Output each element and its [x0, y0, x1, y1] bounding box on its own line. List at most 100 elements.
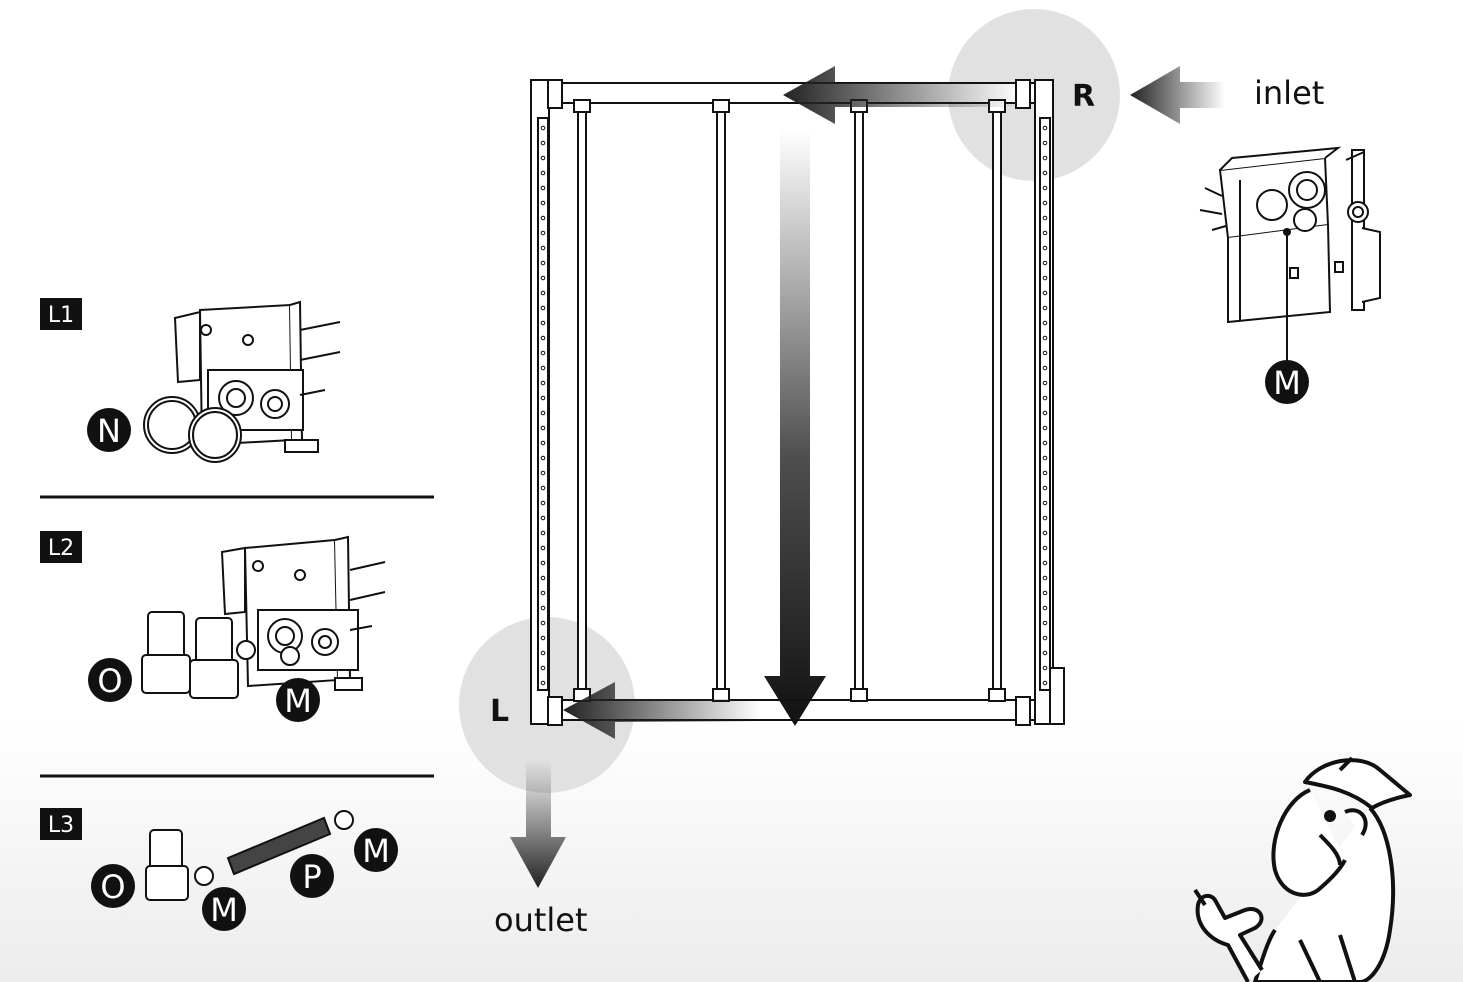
- rail-hole: [540, 170, 546, 176]
- rail-hole: [1042, 500, 1048, 506]
- rail-hole: [1042, 155, 1048, 161]
- rail-hole: [540, 395, 546, 401]
- rail-hole: [540, 500, 546, 506]
- rail-hole: [540, 365, 546, 371]
- panel-l1-label: L1: [48, 303, 74, 328]
- rail-hole: [540, 125, 546, 131]
- panel-l2-illustration: [141, 535, 386, 699]
- panel-l1-badge: [40, 298, 82, 330]
- arrow-inlet: [1130, 66, 1225, 124]
- rail-hole: [1042, 665, 1048, 671]
- rail-hole: [540, 455, 546, 461]
- rail-hole: [540, 440, 546, 446]
- rail-hole: [1042, 440, 1048, 446]
- rail-hole: [540, 425, 546, 431]
- rail-hole: [540, 320, 546, 326]
- panel-l3-illustration: [145, 810, 354, 901]
- panel-l3-part-p: P: [302, 858, 321, 896]
- rail-hole: [1042, 575, 1048, 581]
- panel-l2-part-o: O: [97, 662, 122, 700]
- rail-hole: [1042, 125, 1048, 131]
- rail-hole: [540, 185, 546, 191]
- panel-l3-part-o-badge: [91, 864, 135, 908]
- rail-hole: [540, 140, 546, 146]
- arrow-down: [764, 130, 826, 726]
- rail-hole: [1042, 320, 1048, 326]
- rail-hole: [1042, 305, 1048, 311]
- panel-l3-part-o: O: [100, 868, 125, 906]
- rail-hole: [1042, 230, 1048, 236]
- panel-l3-label: L3: [48, 813, 74, 838]
- rail-hole: [1042, 260, 1048, 266]
- rail-hole: [540, 200, 546, 206]
- rail-hole: [1042, 275, 1048, 281]
- rail-hole: [1042, 680, 1048, 686]
- panel-l3-part-p-badge: [290, 854, 334, 898]
- inlet-part-letter: M: [1273, 364, 1301, 402]
- panel-l3-badge: [40, 808, 82, 840]
- rail-hole: [1042, 620, 1048, 626]
- panel-l3-part-m1-badge: [202, 887, 246, 931]
- rail-hole: [1042, 170, 1048, 176]
- rail-hole: [1042, 470, 1048, 476]
- rail-hole: [1042, 515, 1048, 521]
- rail-hole: [1042, 335, 1048, 341]
- rail-hole: [1042, 140, 1048, 146]
- rail-hole: [540, 590, 546, 596]
- rail-hole: [1042, 290, 1048, 296]
- rail-hole: [1042, 635, 1048, 641]
- rail-hole: [540, 260, 546, 266]
- rail-hole: [1042, 590, 1048, 596]
- rail-hole: [540, 155, 546, 161]
- outlet-label: outlet: [494, 901, 588, 939]
- rail-hole: [1042, 365, 1048, 371]
- arrow-top-left: [783, 66, 1020, 124]
- rail-hole: [1042, 560, 1048, 566]
- panel-l2-part-m-badge: [276, 678, 320, 722]
- panel-l2-part-m: M: [284, 682, 312, 720]
- rail-hole: [1042, 545, 1048, 551]
- mascot-plumber-illustration: [1193, 756, 1412, 982]
- rail-hole: [540, 530, 546, 536]
- rail-hole: [1042, 530, 1048, 536]
- panel-l3-part-m2: M: [362, 832, 390, 870]
- rail-hole: [540, 380, 546, 386]
- rail-hole: [1042, 485, 1048, 491]
- arrow-outlet: [510, 760, 566, 888]
- rail-hole: [1042, 350, 1048, 356]
- rail-hole: [540, 485, 546, 491]
- rail-hole: [1042, 410, 1048, 416]
- arrow-bottom-left: [563, 682, 760, 739]
- rail-hole: [540, 215, 546, 221]
- rail-holes: [540, 125, 1048, 686]
- rail-hole: [1042, 605, 1048, 611]
- rail-hole: [1042, 455, 1048, 461]
- rail-hole: [540, 305, 546, 311]
- rail-hole: [540, 635, 546, 641]
- panel-l3-part-m1: M: [210, 891, 238, 929]
- rail-hole: [540, 335, 546, 341]
- rail-hole: [1042, 395, 1048, 401]
- rail-hole: [540, 245, 546, 251]
- rail-hole: [540, 470, 546, 476]
- panel-l2-badge: [40, 531, 82, 563]
- rail-hole: [540, 605, 546, 611]
- rail-hole: [540, 620, 546, 626]
- rail-hole: [540, 650, 546, 656]
- rail-hole: [1042, 380, 1048, 386]
- rail-hole: [540, 230, 546, 236]
- rail-hole: [540, 275, 546, 281]
- inlet-valve-block-illustration: [1199, 146, 1381, 324]
- panel-l2-part-o-badge: [88, 658, 132, 702]
- inlet-part-dot: [1283, 228, 1291, 236]
- panel-l2-label: L2: [48, 536, 74, 561]
- rail-hole: [1042, 425, 1048, 431]
- rail-hole: [540, 575, 546, 581]
- rail-hole: [540, 410, 546, 416]
- panel-l1-illustration: [143, 300, 341, 463]
- rail-hole: [1042, 185, 1048, 191]
- right-side-label: R: [1072, 79, 1095, 114]
- panel-l1-part-n: N: [97, 412, 121, 450]
